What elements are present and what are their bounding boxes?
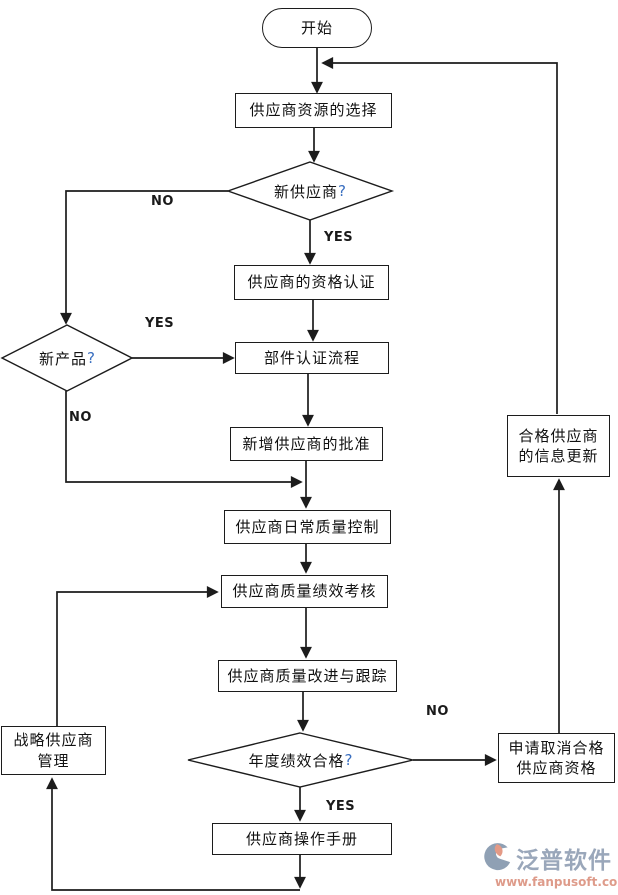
node-approval-label: 新增供应商的批准 — [242, 434, 371, 453]
edge-bottom-to-strategic — [46, 777, 300, 891]
edge-label-new-product-no: NO — [69, 410, 92, 425]
diamond-new-product-qmark: ? — [87, 349, 95, 367]
vendor-logo-url[interactable]: www.fanpusoft.com — [495, 875, 618, 889]
node-performance-review: 供应商质量绩效考核 — [221, 575, 388, 608]
diamond-new-product-label: 新产品? — [2, 347, 132, 369]
node-strategic: 战略供应商 管理 — [1, 726, 106, 775]
diamond-new-product — [0, 324, 134, 392]
edge-label-new-supplier-no: NO — [151, 194, 174, 209]
edge-newproduct-no-join — [65, 391, 303, 488]
node-improvement: 供应商质量改进与跟踪 — [218, 660, 397, 692]
diamond-new-supplier — [225, 161, 395, 221]
node-info-update: 合格供应商 的信息更新 — [507, 415, 610, 477]
edge-strategic-to-review — [56, 586, 219, 726]
node-improvement-label: 供应商质量改进与跟踪 — [227, 666, 388, 685]
vendor-logo[interactable]: 泛普软件 www.fanpusoft.com — [481, 840, 618, 889]
node-manual-label: 供应商操作手册 — [245, 829, 358, 848]
node-strategic-line2: 管理 — [37, 751, 70, 770]
diamond-annual-performance-qmark: ? — [344, 751, 353, 769]
edge-infoupdate-feedback-top — [321, 57, 558, 414]
node-info-update-line1: 合格供应商 — [518, 426, 599, 445]
node-cancel-request: 申请取消合格 供应商资格 — [498, 733, 615, 783]
node-component-cert: 部件认证流程 — [235, 342, 389, 374]
edge-label-annual-no: NO — [426, 704, 449, 719]
node-qualification: 供应商的资格认证 — [234, 265, 389, 300]
node-start-label: 开始 — [300, 18, 333, 37]
edge-label-new-supplier-yes: YES — [324, 230, 354, 245]
diamond-annual-performance-label: 年度绩效合格? — [188, 749, 413, 771]
edge-label-new-product-yes: YES — [145, 316, 175, 331]
node-manual: 供应商操作手册 — [212, 823, 392, 855]
node-select-resource-label: 供应商资源的选择 — [249, 101, 378, 120]
node-daily-quality: 供应商日常质量控制 — [224, 510, 391, 544]
diamond-new-supplier-text: 新供应商 — [274, 182, 339, 201]
diamond-new-supplier-label: 新供应商? — [228, 180, 392, 202]
node-qualification-label: 供应商的资格认证 — [247, 273, 376, 292]
edge-label-annual-yes: YES — [326, 799, 356, 814]
diamond-annual-performance-text: 年度绩效合格 — [248, 751, 345, 770]
diamond-annual-performance — [187, 732, 414, 788]
node-approval: 新增供应商的批准 — [230, 427, 383, 461]
diamond-new-supplier-qmark: ? — [338, 182, 346, 200]
fanpu-logo-icon — [484, 843, 511, 871]
node-cancel-request-line1: 申请取消合格 — [508, 738, 605, 757]
node-select-resource: 供应商资源的选择 — [235, 93, 392, 128]
node-start: 开始 — [262, 8, 372, 48]
node-component-cert-label: 部件认证流程 — [263, 348, 360, 367]
vendor-logo-name: 泛普软件 — [516, 848, 612, 874]
node-daily-quality-label: 供应商日常质量控制 — [235, 517, 380, 536]
node-cancel-request-line2: 供应商资格 — [516, 759, 597, 777]
diamond-new-product-text: 新产品 — [39, 349, 88, 368]
edge-newsupplier-no-to-newproduct — [60, 190, 228, 325]
node-performance-review-label: 供应商质量绩效考核 — [232, 582, 377, 601]
node-info-update-line2: 的信息更新 — [518, 447, 599, 465]
node-strategic-line1: 战略供应商 — [13, 731, 94, 750]
